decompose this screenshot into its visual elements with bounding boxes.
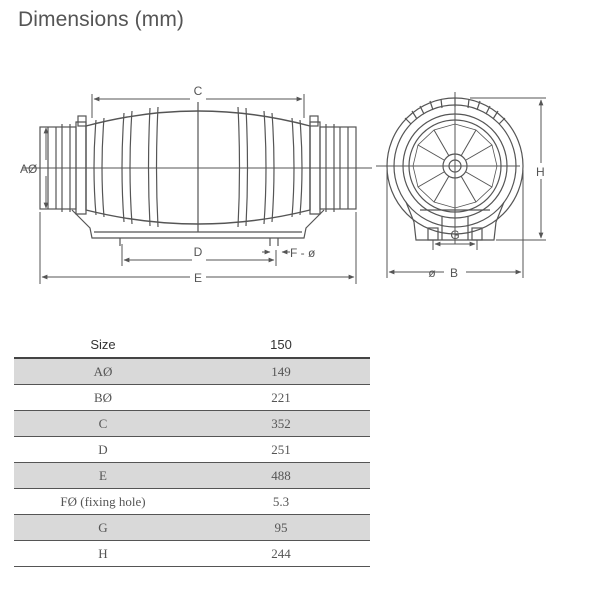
side-view — [39, 102, 357, 246]
table-row: D 251 — [14, 436, 370, 463]
row-value: 244 — [192, 540, 370, 567]
row-value: 149 — [192, 358, 370, 385]
row-value: 221 — [192, 384, 370, 411]
label-diam: ø — [428, 266, 436, 280]
dimension-drawing: C D F - ø E AØ — [20, 84, 546, 285]
table-row: BØ 221 — [14, 384, 370, 411]
table-row: E 488 — [14, 462, 370, 489]
row-label: G — [14, 514, 192, 541]
table-header-value: 150 — [192, 332, 370, 359]
row-label: BØ — [14, 384, 192, 411]
row-label: AØ — [14, 358, 192, 385]
fan-body — [85, 110, 311, 225]
right-clip — [309, 115, 319, 127]
table-header-row: Size 150 — [14, 332, 370, 359]
row-label: FØ (fixing hole) — [14, 488, 192, 515]
row-value: 251 — [192, 436, 370, 463]
label-c: C — [194, 84, 203, 98]
row-label: D — [14, 436, 192, 463]
table-row: FØ (fixing hole) 5.3 — [14, 488, 370, 515]
label-a: AØ — [20, 162, 37, 176]
table-row: AØ 149 — [14, 358, 370, 385]
dim-g — [432, 240, 478, 250]
table-header-label: Size — [14, 332, 192, 359]
table-row: H 244 — [14, 540, 370, 567]
dim-c — [91, 94, 305, 118]
dimensions-table: Size 150 AØ 149 BØ 221 C 352 D 251 E 488… — [14, 332, 370, 567]
page-title: Dimensions (mm) — [18, 8, 185, 31]
row-value: 95 — [192, 514, 370, 541]
table-row: C 352 — [14, 410, 370, 437]
dim-d — [121, 244, 277, 266]
dim-e — [39, 212, 357, 284]
mounting-bracket — [71, 209, 325, 239]
row-value: 488 — [192, 462, 370, 489]
row-label: E — [14, 462, 192, 489]
label-b: B — [450, 266, 458, 280]
row-value: 352 — [192, 410, 370, 437]
impeller — [412, 123, 498, 209]
label-h: H — [536, 165, 545, 179]
label-f: F - ø — [290, 246, 316, 260]
left-flange — [75, 121, 87, 215]
table-row: G 95 — [14, 514, 370, 541]
dim-h — [470, 97, 546, 241]
left-clip — [77, 115, 87, 127]
row-value: 5.3 — [192, 488, 370, 515]
label-g: G — [450, 228, 459, 242]
label-d: D — [194, 245, 203, 259]
row-label: C — [14, 410, 192, 437]
label-e: E — [194, 271, 202, 285]
dim-b — [386, 170, 524, 278]
row-label: H — [14, 540, 192, 567]
